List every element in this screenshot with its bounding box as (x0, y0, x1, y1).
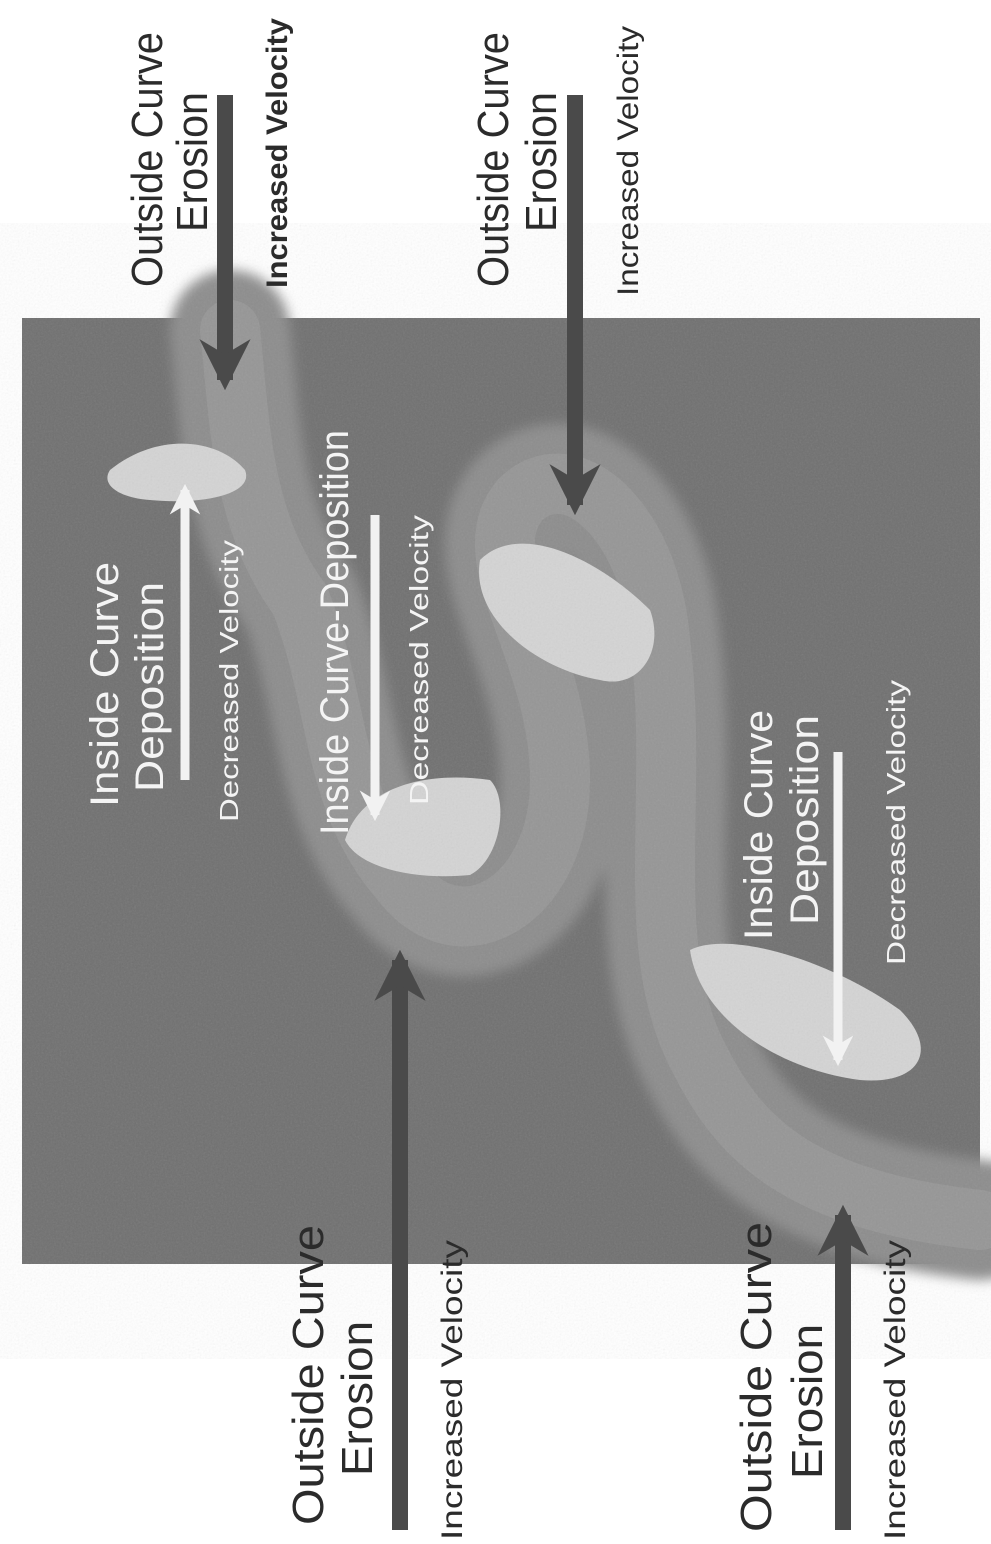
inside-label-1: Inside Curve Deposition Decreased Veloci… (83, 540, 244, 822)
outside-label-3-line2: Erosion (333, 1321, 382, 1476)
inside-label-1-line1: Inside Curve (83, 562, 127, 807)
outside-label-3-line1: Outside Curve (284, 1225, 333, 1525)
inside-label-2-line1: Inside Curve-Deposition (313, 430, 357, 835)
outside-label-1-velocity: Increased Velocity (261, 18, 294, 288)
inside-label-1-line2: Deposition (128, 582, 172, 792)
inside-label-3: Inside Curve Deposition Decreased Veloci… (737, 680, 911, 965)
outside-label-2-velocity: Increased Velocity (612, 26, 645, 296)
outside-label-4-velocity: Increased Velocity (879, 1240, 912, 1540)
inside-label-1-velocity: Decreased Velocity (214, 540, 244, 822)
outside-label-3-velocity: Increased Velocity (436, 1240, 469, 1540)
outside-label-4: Outside Curve Erosion Increased Velocity (732, 1222, 912, 1540)
outside-label-1: Outside Curve Erosion Increased Velocity (123, 18, 294, 288)
outside-label-1-line1: Outside Curve (123, 32, 172, 287)
inside-label-3-line2: Deposition (783, 715, 827, 925)
outside-label-2-line1: Outside Curve (469, 32, 518, 287)
outside-label-4-line1: Outside Curve (732, 1222, 781, 1532)
outside-label-2: Outside Curve Erosion Increased Velocity (469, 26, 645, 296)
outside-label-2-line2: Erosion (517, 92, 566, 232)
outside-label-4-line2: Erosion (783, 1324, 832, 1479)
inside-label-3-velocity: Decreased Velocity (881, 680, 911, 965)
inside-label-2-velocity: Decreased Velocity (404, 515, 434, 805)
outside-label-3: Outside Curve Erosion Increased Velocity (284, 1225, 469, 1540)
inside-label-3-line1: Inside Curve (737, 710, 781, 940)
outside-label-1-line2: Erosion (168, 92, 217, 232)
